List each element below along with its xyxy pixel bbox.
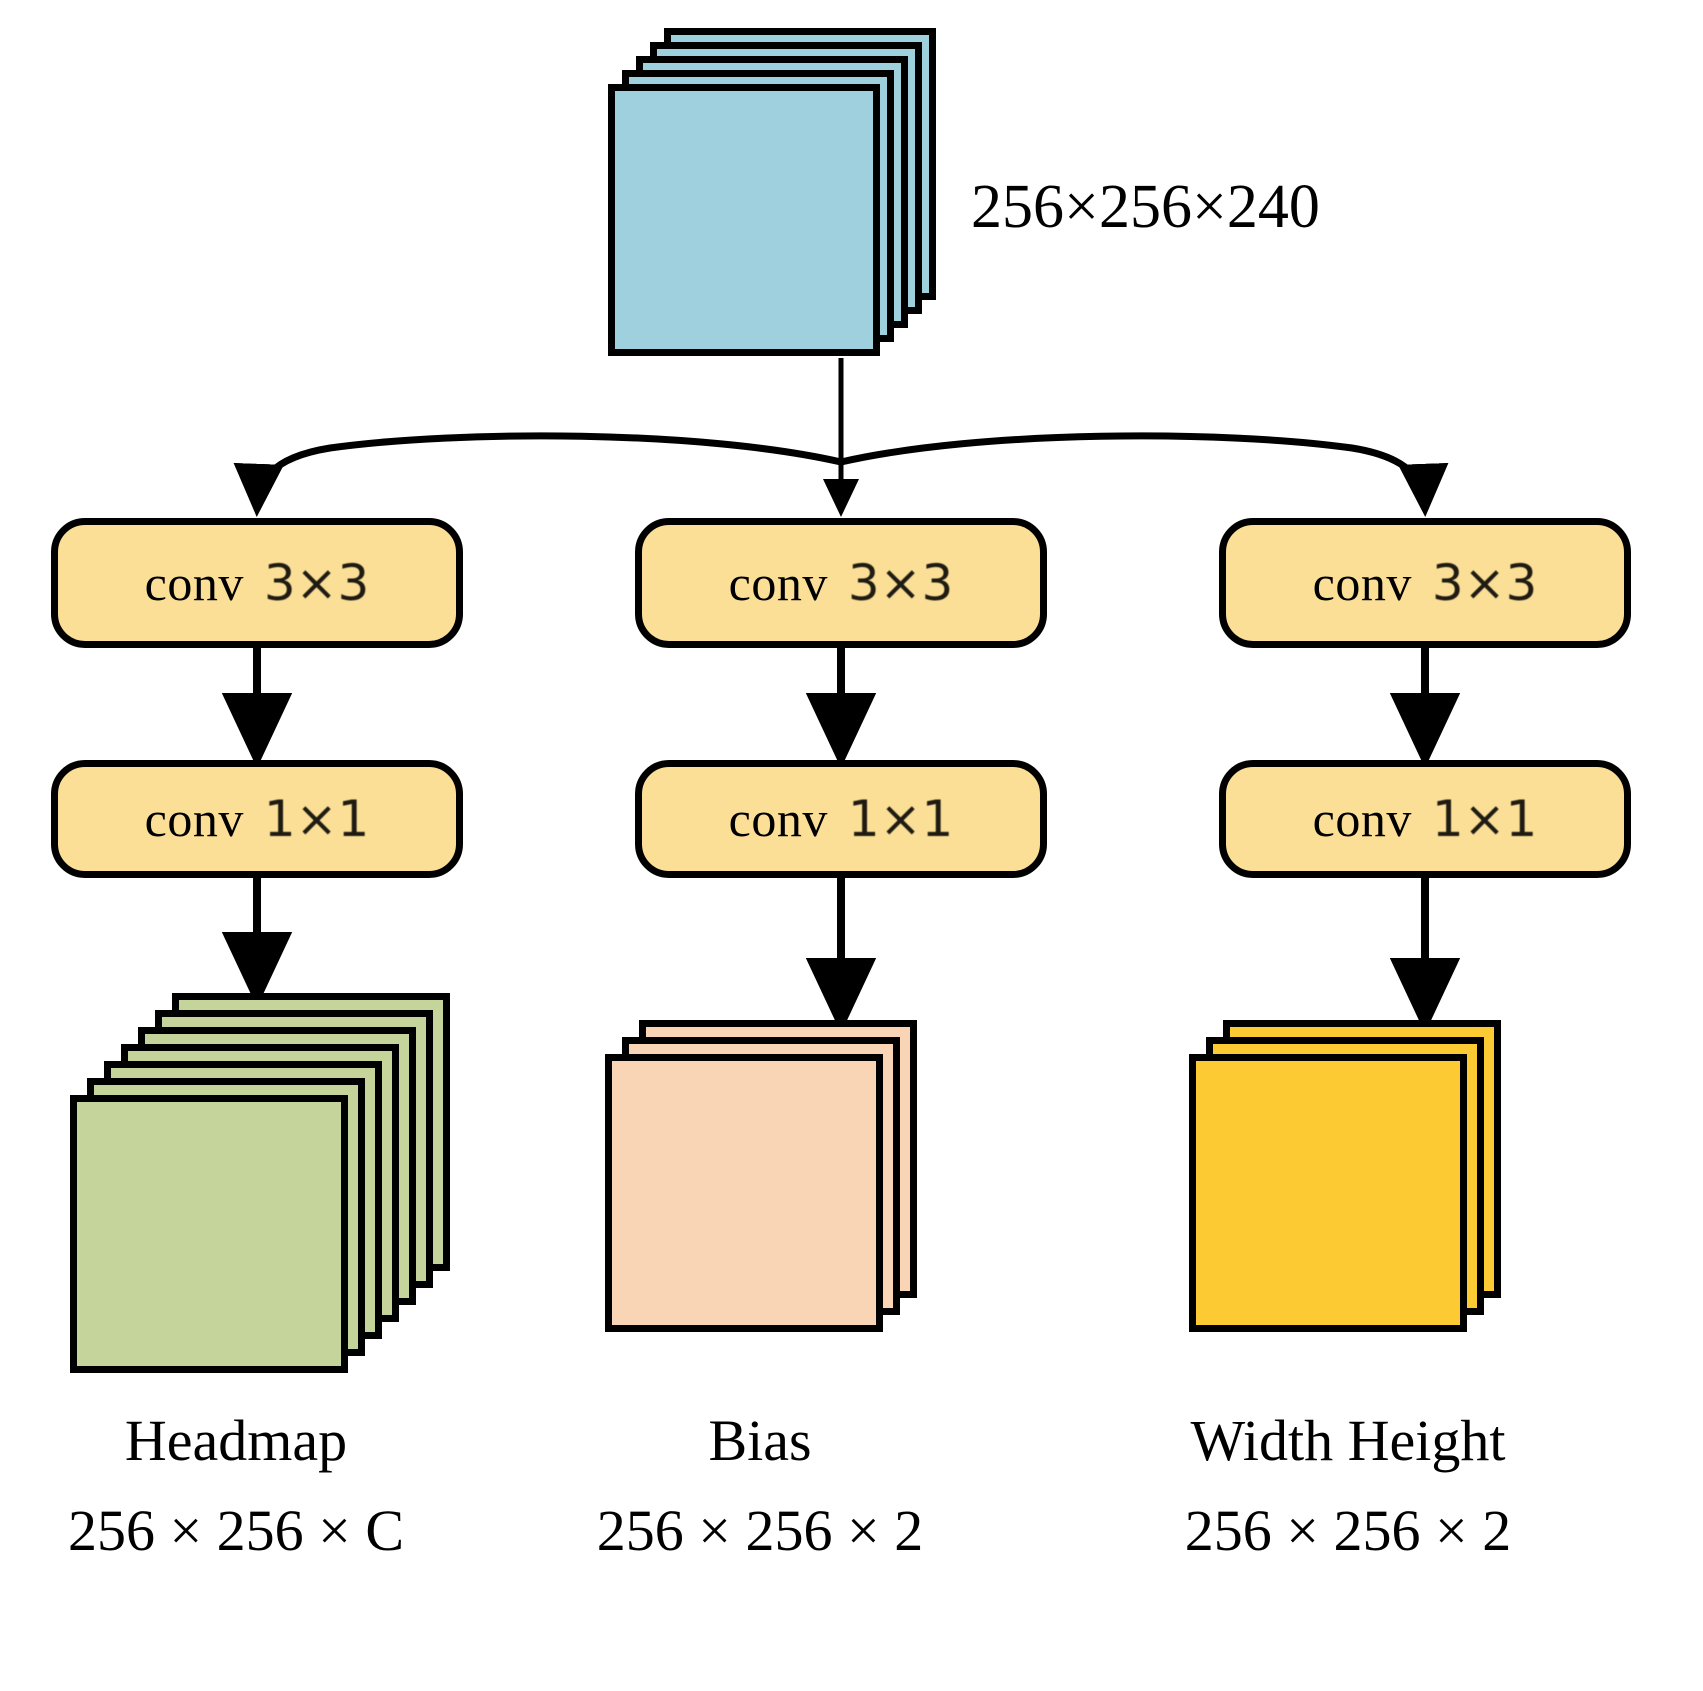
input-dim-label: 256×256×240 <box>971 173 1320 241</box>
conv-box-right-3x3[interactable]: conv 3×3 <box>1219 518 1631 648</box>
conv-label-right-3x3: conv <box>1312 555 1412 611</box>
conv-box-left-1x1[interactable]: conv 1×1 <box>51 760 463 878</box>
output-label-bias: Bias <box>708 1408 812 1473</box>
conv-box-left-3x3[interactable]: conv 3×3 <box>51 518 463 648</box>
headmap-sheet-1 <box>70 1095 348 1373</box>
output-stack-headmap <box>70 993 450 1393</box>
conv-label-center-1x1: conv <box>728 791 828 847</box>
kernel-label-center-1x1: 1×1 <box>847 790 954 848</box>
branch-right-arrow <box>840 432 1449 517</box>
output-dim-headmap: 256 × 256 × C <box>67 1498 405 1563</box>
conv-label-left-3x3: conv <box>144 555 244 611</box>
kernel-label-right-3x3: 3×3 <box>1431 554 1538 612</box>
output-dim-bias: 256 × 256 × 2 <box>596 1498 924 1563</box>
conv-box-center-3x3[interactable]: conv 3×3 <box>635 518 1047 648</box>
kernel-label-left-3x3: 3×3 <box>263 554 370 612</box>
conv-label-left-1x1: conv <box>144 791 244 847</box>
branch-left-arrow <box>233 432 842 517</box>
wh-sheet-1 <box>1189 1054 1467 1332</box>
conv-box-right-1x1[interactable]: conv 1×1 <box>1219 760 1631 878</box>
kernel-label-center-3x3: 3×3 <box>847 554 954 612</box>
input-tensor-stack <box>608 28 938 358</box>
conv-label-center-3x3: conv <box>728 555 828 611</box>
kernel-label-left-1x1: 1×1 <box>263 790 370 848</box>
input-sheet-1 <box>608 84 880 356</box>
output-label-width-height: Width Height <box>1190 1408 1506 1473</box>
output-stack-width-height <box>1189 1020 1519 1370</box>
bias-sheet-1 <box>605 1054 883 1332</box>
conv-label-right-1x1: conv <box>1312 791 1412 847</box>
output-stack-bias <box>605 1020 935 1370</box>
output-label-headmap: Headmap <box>124 1408 348 1473</box>
conv-box-center-1x1[interactable]: conv 1×1 <box>635 760 1047 878</box>
kernel-label-right-1x1: 1×1 <box>1431 790 1538 848</box>
output-dim-width-height: 256 × 256 × 2 <box>1184 1498 1512 1563</box>
